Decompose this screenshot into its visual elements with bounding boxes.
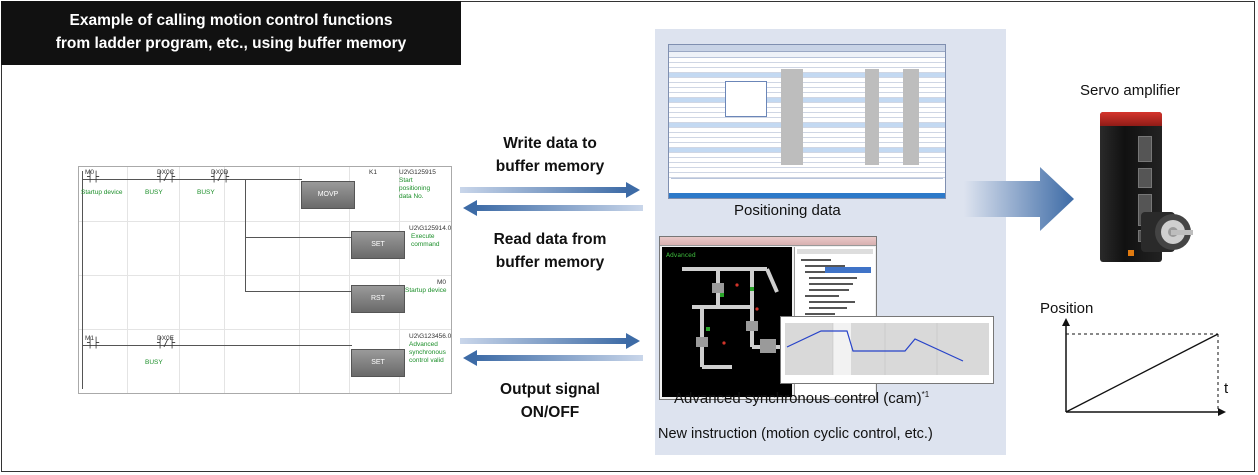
- dest-u2g125915-comment: Start positioning data No.: [399, 177, 431, 200]
- contact-m1-symbol: ┤├: [87, 338, 100, 349]
- svg-text:Advanced: Advanced: [666, 252, 696, 259]
- contact-m0-symbol: ┤├: [87, 172, 100, 183]
- contact-m0-comment: Startup device: [81, 189, 123, 196]
- ladder-program: M0 ┤├ Startup device DX0C ┤/├ BUSY DX0D …: [78, 166, 452, 394]
- instr-rst: RST: [351, 285, 405, 313]
- dest-u2g125914: U2\G125914.0: [409, 225, 452, 232]
- cam-profile-graph: [781, 317, 993, 383]
- title-line-2: from ladder program, etc., using buffer …: [55, 35, 407, 52]
- positioning-data-screenshot: [668, 44, 946, 199]
- title-line-1: Example of calling motion control functi…: [69, 12, 393, 29]
- dest-u2g123456: U2\G123456.0: [409, 333, 452, 340]
- arrow-read: [463, 200, 643, 216]
- cam-label: Advanced synchronous control (cam)*1: [674, 390, 930, 407]
- servo-amplifier-label: Servo amplifier: [1080, 82, 1181, 99]
- contact-dx0c-symbol: ┤/├: [157, 172, 176, 183]
- instr-movp: MOVP: [301, 181, 355, 209]
- read-data-label: Read data from buffer memory: [493, 231, 607, 271]
- mechanism-drawing: Advanced: [666, 252, 782, 369]
- output-signal-label: Output signal ON/OFF: [500, 381, 600, 421]
- instr-set-2: SET: [351, 349, 405, 377]
- cam-profile-screenshot: [780, 316, 994, 384]
- contact-dx0d-comment: BUSY: [197, 189, 215, 196]
- contact-dx0c-comment: BUSY: [145, 189, 163, 196]
- position-line: [1065, 333, 1219, 413]
- contact-dx0d-symbol: ┤/├: [211, 172, 230, 183]
- arrow-write: [460, 182, 640, 198]
- servo-motor-image: [1141, 212, 1193, 252]
- contact-m1-label: M1: [85, 335, 95, 342]
- contact-dx0e-symbol: ┤/├: [157, 338, 176, 349]
- write-data-label: Write data to buffer memory: [495, 135, 605, 175]
- diagram-title: Example of calling motion control functi…: [1, 1, 461, 65]
- arrow-output-left: [463, 350, 643, 366]
- contact-dx0e-label: DX0E: [157, 335, 174, 342]
- dest-u2g123456-comment: Advanced synchronous control valid: [409, 341, 446, 364]
- contact-m0-label: M0: [85, 169, 95, 176]
- arrow-output-right: [460, 333, 640, 349]
- dest-m0-comment: Startup device: [405, 287, 447, 294]
- settings-tree: [797, 249, 873, 315]
- positioning-data-label: Positioning data: [734, 202, 841, 219]
- new-instruction-label: New instruction (motion cyclic control, …: [658, 426, 933, 442]
- position-time-chart: [1062, 318, 1226, 416]
- dest-m0: M0: [437, 279, 447, 286]
- contact-dx0e-comment: BUSY: [145, 359, 163, 366]
- position-axis-label: Position: [1040, 300, 1094, 317]
- arrow-to-servo: [964, 167, 1074, 231]
- contact-dx0c-label: DX0C: [157, 169, 175, 176]
- dest-u2g125914-comment: Execute command: [411, 233, 440, 248]
- time-axis-label: t: [1224, 380, 1229, 397]
- instr-set-1: SET: [351, 231, 405, 259]
- contact-dx0d-label: DX0D: [211, 169, 229, 176]
- dest-u2g125915: U2\G125915: [399, 169, 436, 176]
- operand-k1: K1: [369, 169, 377, 176]
